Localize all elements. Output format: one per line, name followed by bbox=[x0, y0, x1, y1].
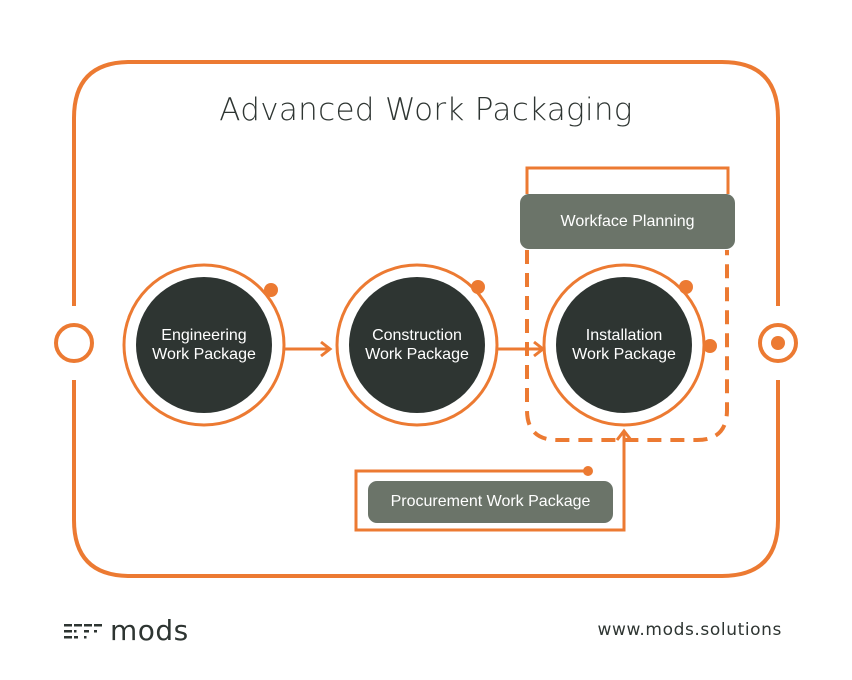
left-ring-icon bbox=[54, 323, 94, 363]
engineering-dot bbox=[264, 283, 278, 297]
installation-node bbox=[556, 277, 692, 413]
workface-planning-box: Workface Planning bbox=[520, 194, 735, 249]
workface-planning-label: Workface Planning bbox=[560, 212, 695, 230]
right-ring-dot bbox=[771, 336, 785, 350]
procurement-box: Procurement Work Package bbox=[368, 481, 613, 523]
arrow-eng-to-con-head bbox=[320, 340, 333, 358]
engineering-label: Engineering Work Package bbox=[152, 327, 256, 363]
outer-frame-lower bbox=[72, 380, 780, 578]
procurement-arrow-head bbox=[615, 428, 633, 441]
construction-node bbox=[349, 277, 485, 413]
mods-logo-icon bbox=[64, 623, 102, 638]
engineering-node bbox=[136, 277, 272, 413]
website-url[interactable]: www.mods.solutions bbox=[597, 620, 782, 640]
installation-dot-top bbox=[679, 280, 693, 294]
mods-logo: mods bbox=[64, 614, 189, 647]
procurement-loop bbox=[354, 432, 626, 532]
procurement-dot bbox=[583, 466, 593, 476]
outer-frame bbox=[72, 60, 780, 306]
installation-dot-right bbox=[703, 339, 717, 353]
procurement-label: Procurement Work Package bbox=[390, 493, 591, 510]
arrow-con-to-inst-head bbox=[533, 340, 546, 358]
logo-text: mods bbox=[110, 614, 189, 647]
page-title: Advanced Work Packaging bbox=[219, 92, 633, 128]
installation-dashed-container bbox=[525, 250, 729, 442]
workface-bracket bbox=[525, 166, 730, 194]
installation-label: Installation Work Package bbox=[572, 327, 676, 363]
construction-label: Construction Work Package bbox=[365, 327, 469, 363]
construction-dot bbox=[471, 280, 485, 294]
